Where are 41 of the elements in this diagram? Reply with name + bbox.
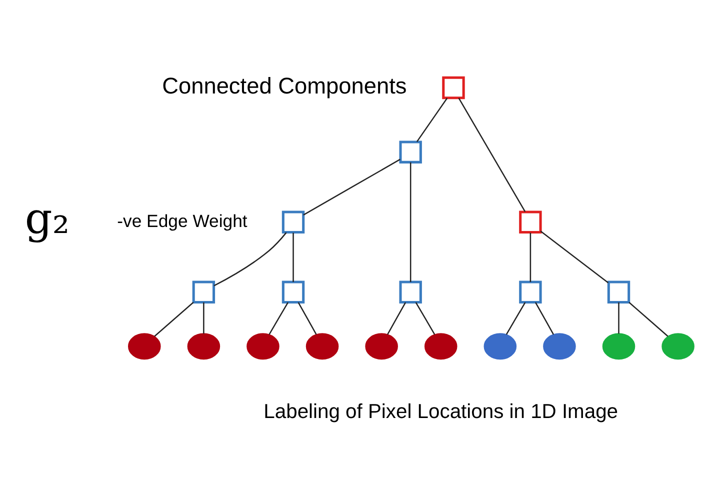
- node-box: [399, 140, 422, 163]
- node-circle: [187, 332, 220, 360]
- node-box: [399, 280, 422, 303]
- connector: [540, 230, 609, 283]
- node-box: [442, 76, 465, 99]
- node-circle: [484, 332, 517, 360]
- connector: [268, 302, 289, 334]
- node-box: [282, 280, 305, 303]
- node-box: [519, 210, 542, 233]
- connector: [415, 302, 436, 334]
- node-box: [607, 280, 630, 303]
- label: -ve Edge Weight: [117, 210, 248, 230]
- node-circle: [602, 332, 636, 360]
- node-box: [192, 280, 216, 303]
- connector: [458, 97, 526, 212]
- connector: [298, 302, 317, 334]
- connector: [618, 302, 620, 334]
- node-circle: [306, 332, 339, 360]
- connector: [506, 302, 526, 334]
- connector: [303, 158, 400, 216]
- connector: [530, 232, 532, 282]
- node-circle: [424, 332, 458, 360]
- node-circle: [128, 332, 161, 360]
- label: Connected Components: [162, 72, 407, 98]
- node-circle: [543, 332, 576, 360]
- node-circle: [246, 332, 280, 360]
- node-circle: [662, 332, 694, 360]
- label: Labeling of Pixel Locations in 1D Image: [264, 400, 618, 423]
- connector: [214, 232, 287, 286]
- connector: [154, 301, 194, 336]
- connector: [410, 162, 412, 282]
- connector: [203, 302, 204, 334]
- node-box: [519, 280, 542, 303]
- node-box: [282, 210, 305, 233]
- connector: [534, 302, 554, 334]
- connector: [416, 97, 448, 142]
- label: g₂: [24, 194, 70, 244]
- node-circle: [365, 332, 398, 360]
- connector: [292, 232, 294, 282]
- connector: [628, 301, 668, 336]
- connector: [387, 302, 406, 334]
